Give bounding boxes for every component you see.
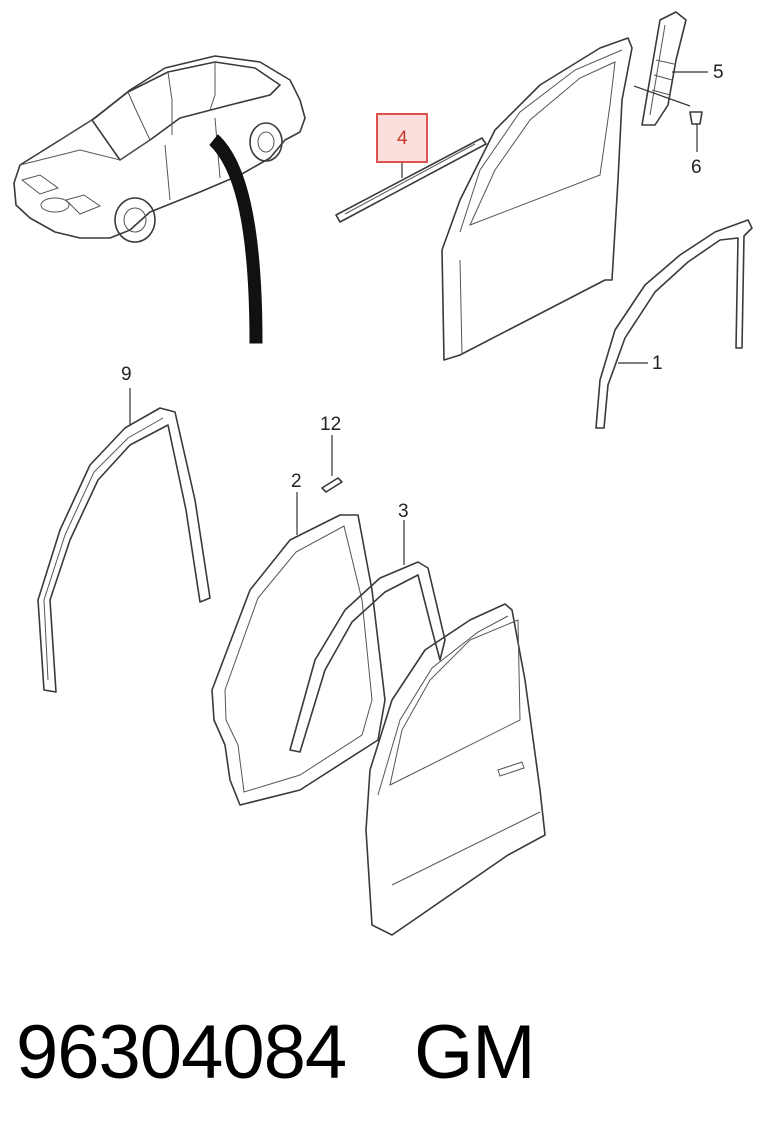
part-12-pin — [321, 477, 343, 493]
callout-3[interactable]: 3 — [398, 501, 409, 522]
callout-1[interactable]: 1 — [652, 353, 663, 374]
indicator-sweep — [209, 134, 263, 344]
callout-4[interactable]: 4 — [397, 128, 408, 149]
part-4-molding — [335, 137, 487, 223]
door-bottom — [365, 603, 546, 936]
car-illustration — [13, 55, 306, 243]
callout-2[interactable]: 2 — [291, 471, 302, 492]
part-3-frame-seal — [289, 561, 446, 753]
callout-12[interactable]: 12 — [320, 414, 342, 435]
part-9-weatherstrip — [37, 407, 211, 693]
brand-label: GM — [414, 1010, 535, 1095]
callout-9[interactable]: 9 — [121, 364, 132, 385]
callout-5[interactable]: 5 — [713, 62, 724, 83]
part-5-pillar-trim — [641, 11, 687, 126]
highlight-box-4 — [376, 113, 428, 163]
footer: 96304084 GM — [16, 1003, 536, 1103]
part-6-clip — [689, 111, 703, 125]
part-number: 96304084 — [16, 1010, 347, 1095]
part-2-seal — [211, 514, 386, 806]
callout-6[interactable]: 6 — [691, 157, 702, 178]
part-1-channel — [595, 219, 753, 429]
door-top — [441, 37, 633, 361]
